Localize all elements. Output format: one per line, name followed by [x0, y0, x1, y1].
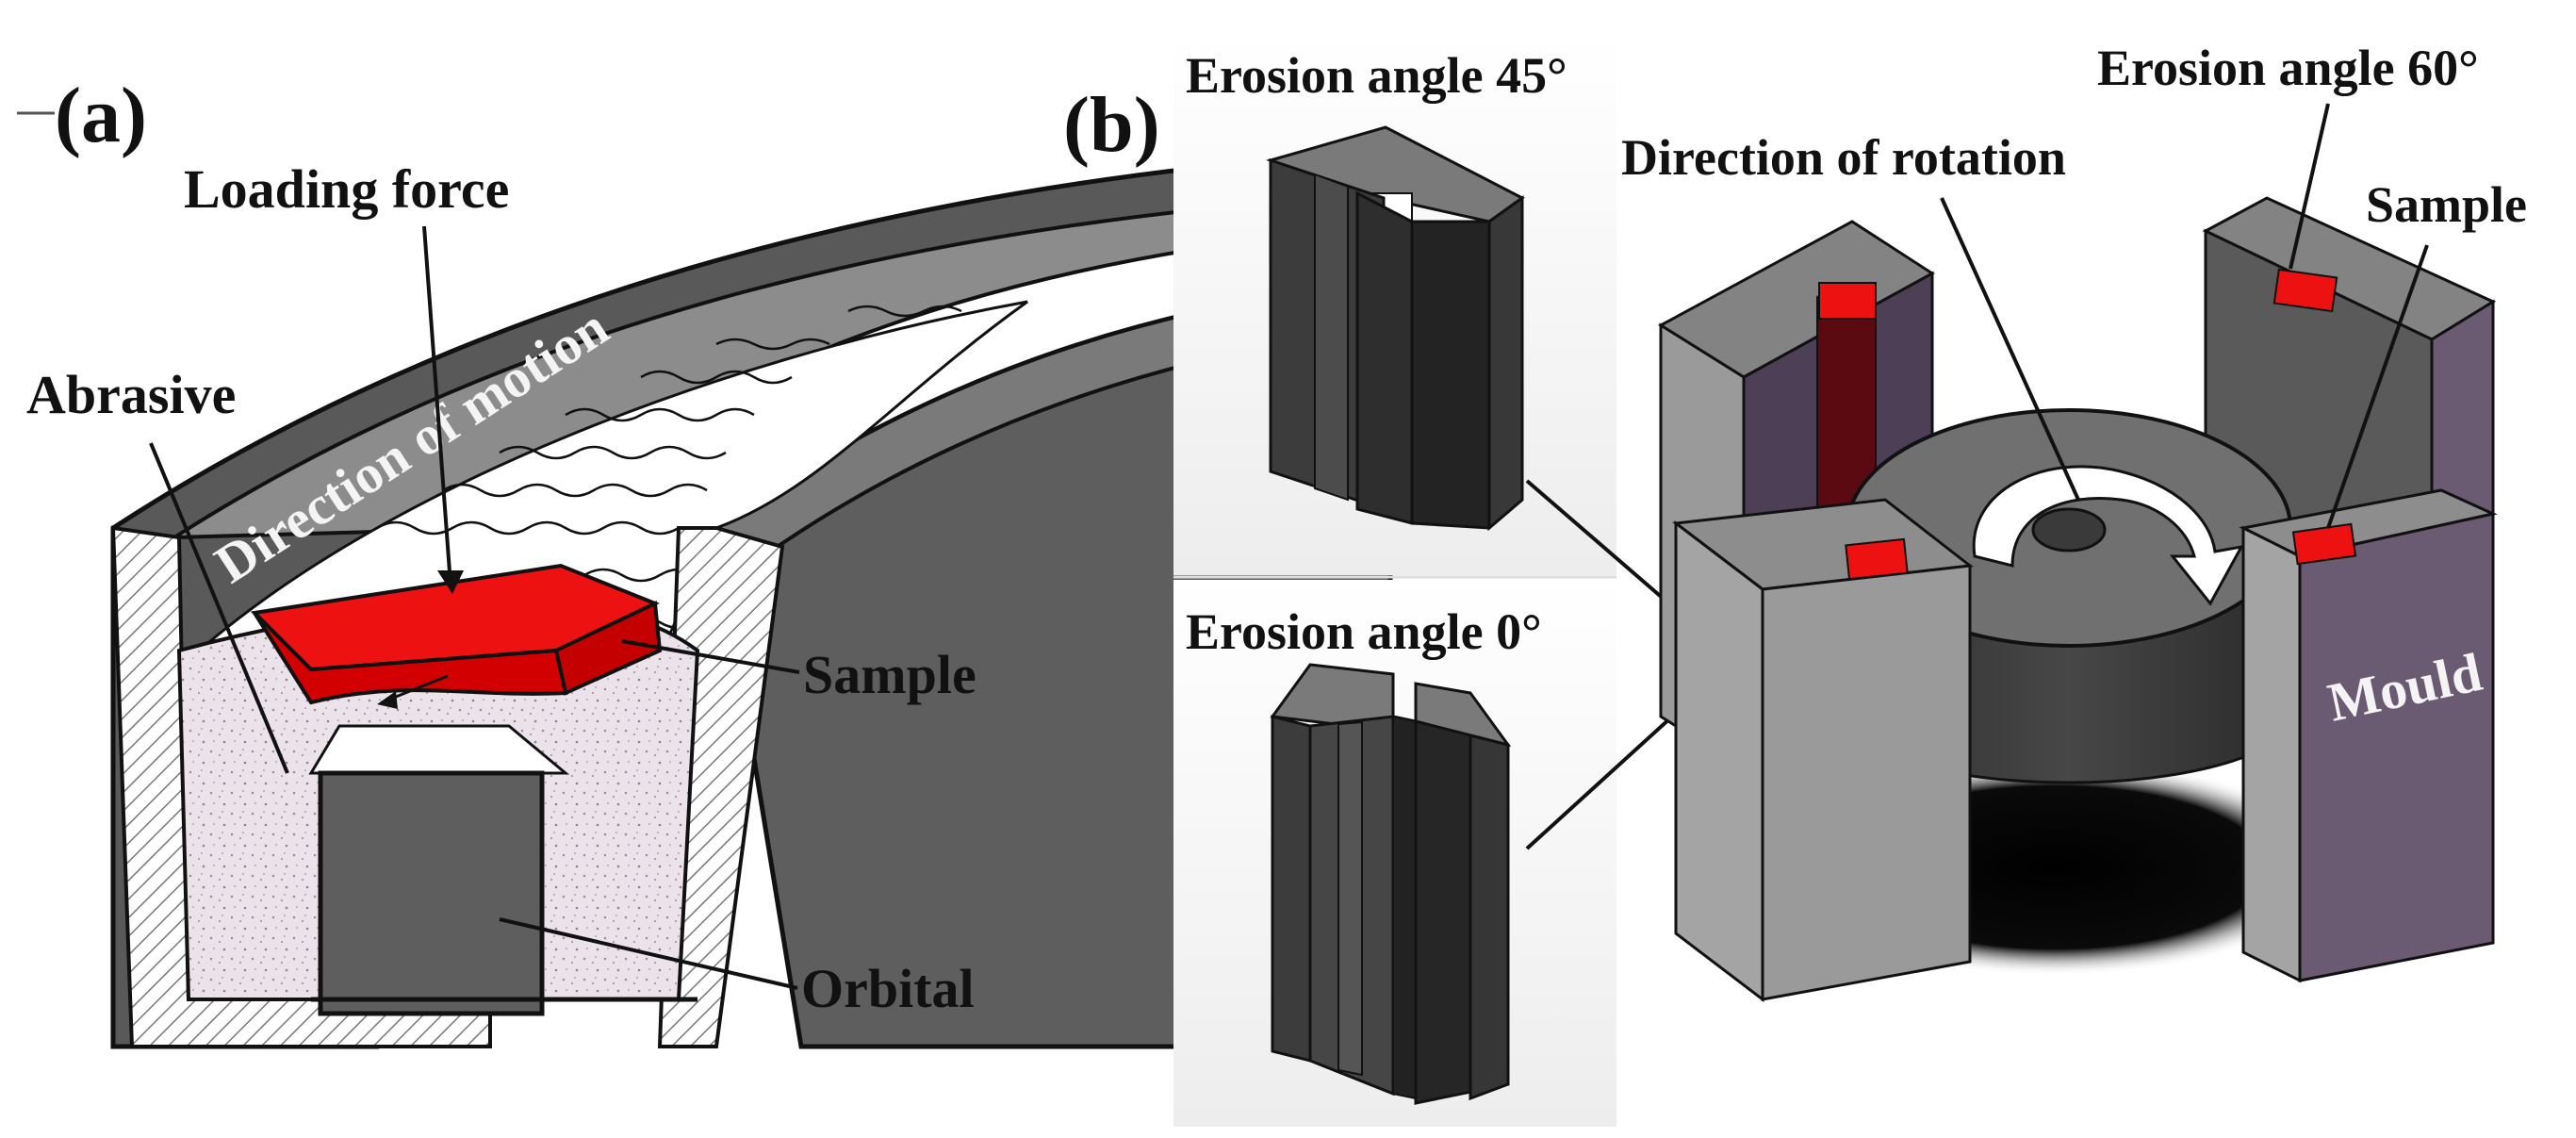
erosion-0-holder [1270, 663, 1512, 1105]
rotation-arrow [1972, 465, 2244, 606]
orbital-leader [499, 917, 798, 990]
loading-force-leader [422, 225, 452, 585]
sample-label-b: Sample [2366, 176, 2527, 233]
abrasive-label: Abrasive [26, 364, 236, 425]
panel-b: (b) Erosion angle 45° Erosion angle 0° [1063, 38, 2527, 1127]
sample-marker-frontleft [1845, 537, 1909, 581]
direction-of-rotation-label: Direction of rotation [1621, 129, 2066, 186]
panel-a-label: (a) [55, 72, 147, 159]
abrasive-flow-arrowhead [377, 691, 398, 709]
erosion-0-label: Erosion angle 0° [1186, 603, 1542, 660]
sample-block-a [250, 563, 663, 705]
orbital-block [318, 770, 545, 1016]
abrasive-leader [149, 442, 289, 774]
erosion-60-label: Erosion angle 60° [2097, 40, 2479, 96]
direction-of-rotation-leader [1940, 197, 2080, 501]
loading-force-label: Loading force [184, 158, 509, 220]
erosion-45-holder [1265, 125, 1525, 532]
erosion-45-label: Erosion angle 45° [1186, 47, 1567, 104]
panel-b-label: (b) [1063, 81, 1160, 169]
mould-assembly [1658, 196, 2498, 1003]
sample-leader-a [621, 639, 800, 674]
sample-marker-backright [2272, 268, 2338, 313]
rotor-shaft-hole [2031, 507, 2107, 553]
loading-force-arrowhead [437, 570, 464, 594]
sample-marker-backleft [1818, 282, 1877, 320]
sample-leader-b [2326, 244, 2429, 529]
sample-label-a: Sample [803, 644, 976, 705]
sample-marker-frontright [2291, 522, 2357, 566]
erosion-60-leader [2289, 103, 2330, 270]
orbital-label: Orbital [801, 958, 975, 1019]
